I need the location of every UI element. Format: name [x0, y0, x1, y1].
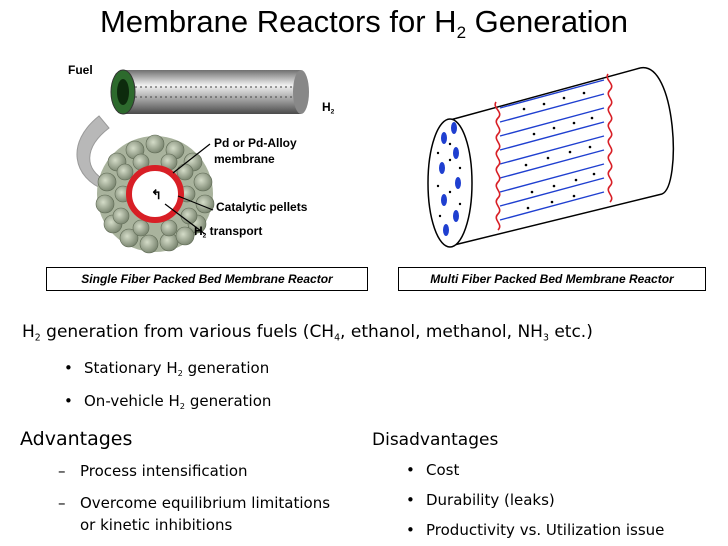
disadvantage-item: •Durability (leaks)	[406, 491, 555, 509]
transport-label: H2 transport	[194, 224, 263, 240]
list-item: •Stationary H2 generation	[64, 359, 270, 378]
slide-title: Membrane Reactors for H2 Generation	[99, 4, 629, 42]
fuel-label: Fuel	[68, 63, 93, 77]
disadvantage-item: •Productivity vs. Utilization issue	[406, 521, 665, 539]
advantage-item: –Process intensification	[58, 462, 248, 480]
h2-output-label: H2	[322, 100, 335, 116]
pellets-label: Catalytic pellets	[216, 200, 308, 214]
list-item: •On-vehicle H2 generation	[64, 392, 272, 411]
disadvantage-item: •Cost	[406, 461, 460, 479]
multi-fiber-diagram	[427, 67, 675, 248]
svg-text:↰: ↰	[151, 187, 162, 202]
advantage-item: –Overcome equilibrium limitations or kin…	[58, 494, 331, 534]
membrane-label: Pd or Pd-Alloy membrane	[214, 136, 297, 166]
h2-generation-text: H2 generation from various fuels (CH4, e…	[22, 322, 593, 344]
disadvantages-heading: Disadvantages	[372, 430, 499, 450]
advantages-heading: Advantages	[20, 428, 133, 450]
multi-fiber-caption: Multi Fiber Packed Bed Membrane Reactor	[398, 267, 706, 291]
single-fiber-diagram: ↰	[76, 69, 309, 254]
single-fiber-caption: Single Fiber Packed Bed Membrane Reactor	[46, 267, 368, 291]
